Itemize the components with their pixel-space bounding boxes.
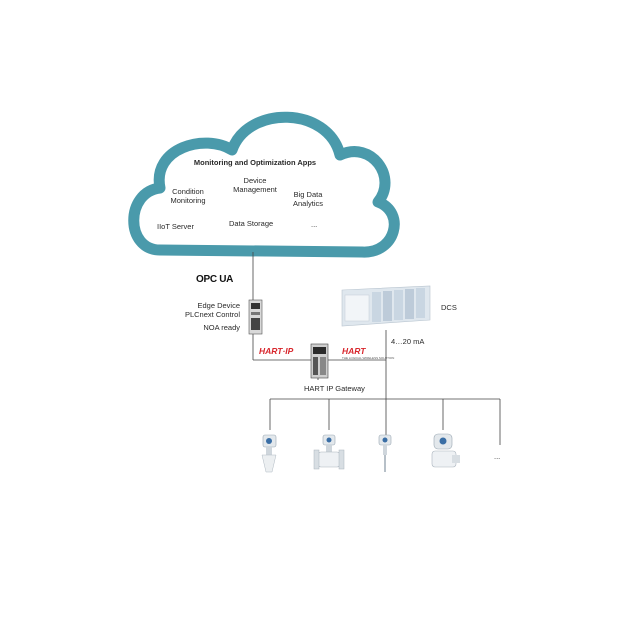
signal-label: 4…20 mA bbox=[391, 337, 425, 346]
condition-monitoring-line-2: Monitoring bbox=[170, 196, 206, 205]
edge-device-label: Edge Device PLCnext Control NOA ready bbox=[160, 301, 240, 332]
hart-ip-logo: HART·IP bbox=[259, 346, 294, 356]
hart-logo: HART bbox=[342, 346, 366, 356]
big-data-line-1: Big Data bbox=[293, 190, 323, 199]
iiot-server-label: IIoT Server bbox=[157, 222, 194, 231]
edge-device-line-2: PLCnext Control bbox=[184, 310, 240, 319]
dcs-label: DCS bbox=[441, 303, 457, 312]
big-data-analytics-label: Big Data Analytics bbox=[284, 190, 332, 208]
cloud-more-label: ... bbox=[311, 220, 318, 229]
condition-monitoring-line-1: Condition bbox=[172, 187, 204, 196]
flowmeter-icon bbox=[313, 434, 345, 470]
temperature-sensor-icon bbox=[378, 434, 392, 472]
condition-monitoring-label: Condition Monitoring bbox=[160, 187, 216, 205]
field-more-label: ... bbox=[494, 452, 501, 461]
data-storage-label: Data Storage bbox=[229, 219, 274, 228]
gateway-icon bbox=[310, 343, 329, 379]
big-data-line-2: Analytics bbox=[292, 199, 323, 208]
plc-controller-icon bbox=[248, 299, 263, 335]
edge-device-line-1: Edge Device bbox=[197, 301, 240, 310]
radar-level-sensor-icon bbox=[261, 434, 277, 473]
gateway-label: HART IP Gateway bbox=[304, 384, 365, 393]
cloud-title: Monitoring and Optimization Apps bbox=[193, 158, 317, 167]
device-management-line-2: Management bbox=[233, 185, 277, 194]
cloud-shape bbox=[128, 111, 400, 258]
edge-device-line-3: NOA ready bbox=[203, 323, 240, 332]
device-management-label: Device Management bbox=[226, 176, 284, 194]
pressure-transmitter-icon bbox=[431, 433, 460, 468]
device-management-line-1: Device bbox=[243, 176, 267, 185]
opc-ua-logo: OPC UA bbox=[196, 274, 234, 285]
hart-logo-tagline: THE LOGICAL WIRELESS SOLUTION bbox=[342, 356, 395, 360]
dcs-cabinet-icon bbox=[341, 285, 431, 327]
